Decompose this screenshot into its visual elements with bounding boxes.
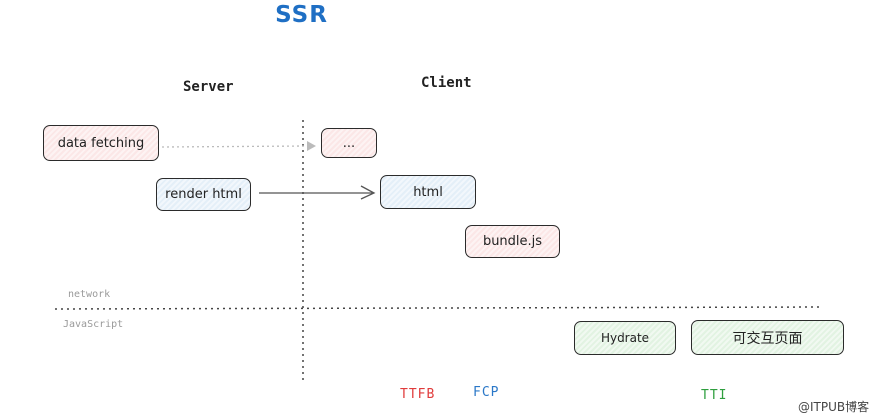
fcp-label: FCP [473, 385, 500, 400]
render-html-box: render html [156, 178, 251, 211]
fetch-arrow-line [161, 145, 309, 148]
data-fetching-box: data fetching [43, 125, 159, 161]
watermark: @ITPUB博客 [798, 400, 870, 414]
client-column-header: Client [421, 75, 472, 91]
fetch-arrow-head [307, 141, 316, 151]
javascript-lane-label: JavaScript [63, 319, 124, 330]
html-box: html [380, 175, 476, 209]
ttfb-label: TTFB [400, 387, 436, 402]
network-javascript-divider [54, 306, 823, 310]
diagram-title: SSR [275, 2, 328, 28]
render-arrow-head [360, 185, 376, 200]
hydrate-box: Hydrate [574, 321, 676, 355]
bundle-js-box: bundle.js [465, 225, 560, 258]
placeholder-box: ... [321, 128, 377, 158]
server-column-header: Server [183, 79, 234, 95]
interactive-page-box: 可交互页面 [691, 320, 844, 355]
network-lane-label: network [68, 289, 111, 300]
tti-label: TTI [701, 388, 728, 403]
